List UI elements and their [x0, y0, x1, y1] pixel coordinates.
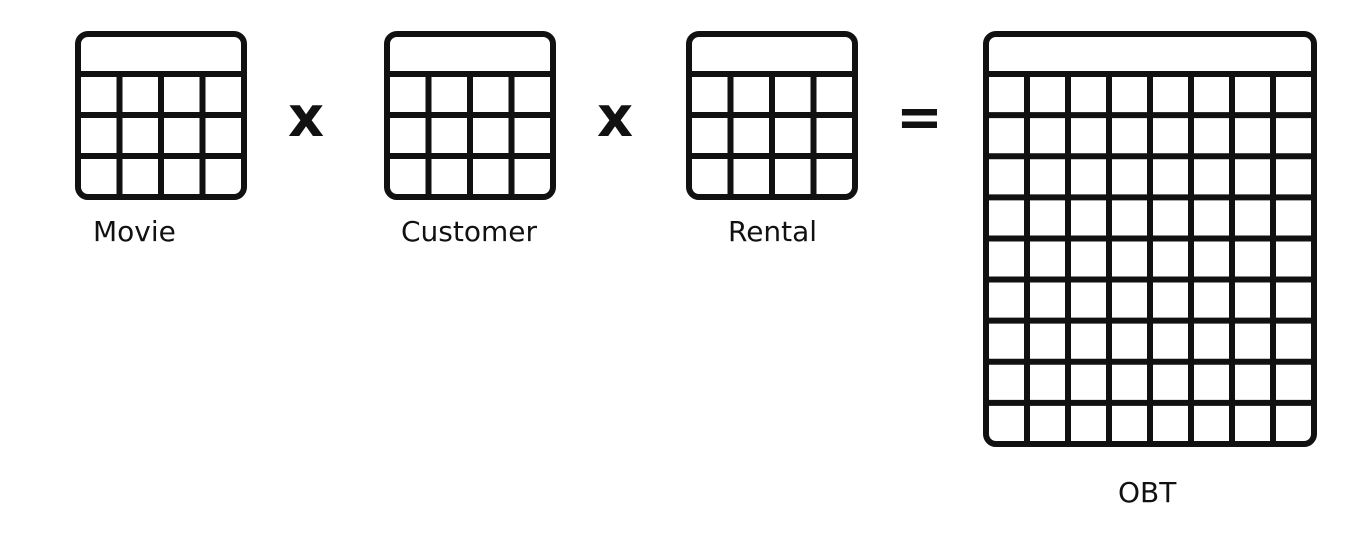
- table-label-movie: Movie: [93, 215, 176, 248]
- equals-operator: =: [896, 85, 943, 150]
- multiply-operator-2: x: [597, 85, 634, 150]
- table-label-obt: OBT: [1118, 476, 1177, 509]
- table-label-customer: Customer: [401, 215, 538, 248]
- table-icon-rental: [686, 31, 858, 200]
- table-icon-obt: [983, 31, 1317, 447]
- table-icon-customer: [384, 31, 556, 200]
- table-label-rental: Rental: [728, 215, 818, 248]
- multiply-operator-1: x: [288, 85, 325, 150]
- table-icon-movie: [75, 31, 247, 200]
